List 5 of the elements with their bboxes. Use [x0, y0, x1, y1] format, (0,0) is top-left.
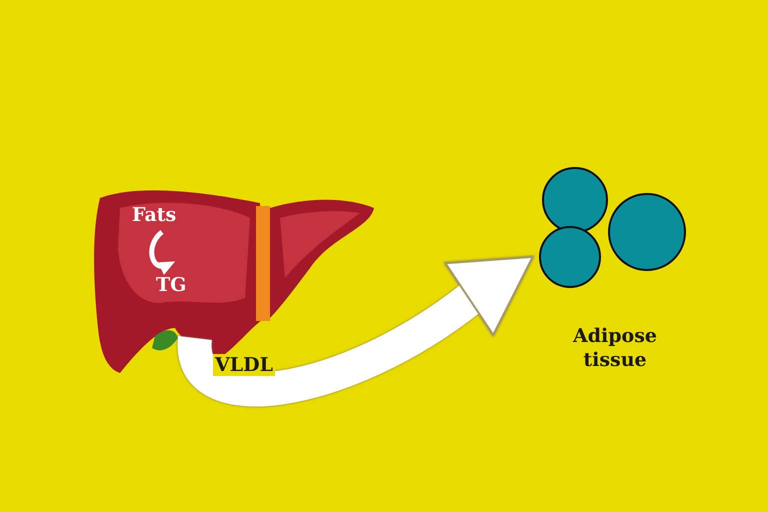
- arrow: [178, 256, 534, 406]
- tissue-label: Adipose tissue: [572, 325, 658, 372]
- edge-label: VLDL: [213, 354, 275, 376]
- liver-label: Fats: [132, 204, 176, 226]
- liver-label: TG: [156, 274, 186, 296]
